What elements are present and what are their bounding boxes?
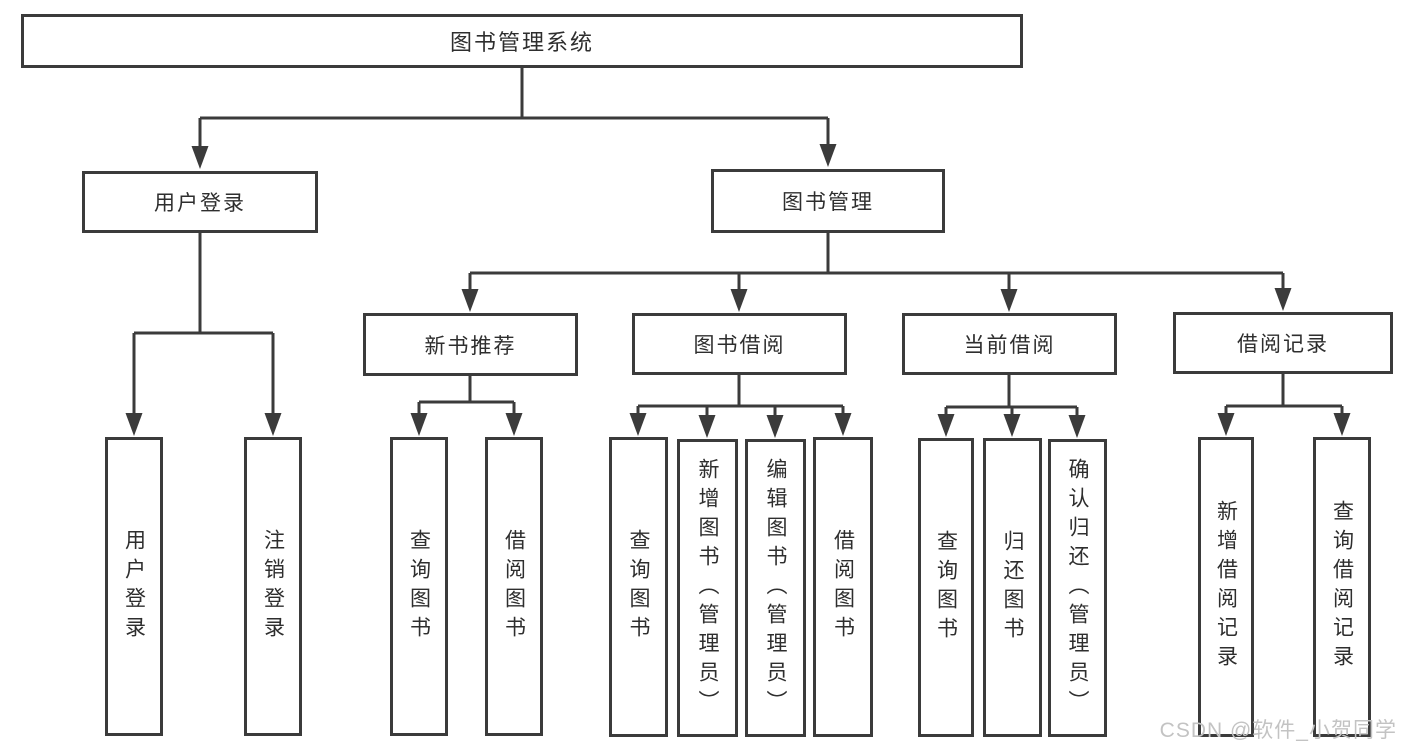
- node-borrow-record: 借阅记录: [1173, 312, 1393, 374]
- watermark: CSDN @软件_小贺同学: [1159, 719, 1397, 742]
- node-label: 图书管理系统: [449, 30, 594, 55]
- node-book-borrow: 图书借阅: [632, 313, 847, 375]
- node-label: 确认归还（管理员）: [1066, 457, 1089, 719]
- node-label: 借阅记录: [1237, 333, 1329, 356]
- node-label: 新书推荐: [424, 334, 517, 358]
- node-label: 新增图书（管理员）: [696, 457, 719, 719]
- node-label: 用户登录: [154, 192, 246, 215]
- node-label: 归还图书: [1001, 529, 1024, 646]
- node-leaf-current-confirm: 确认归还（管理员）: [1048, 439, 1107, 737]
- node-label: 新增借阅记录: [1214, 500, 1238, 674]
- node-leaf-record-query: 查询借阅记录: [1313, 437, 1371, 737]
- node-book-management: 图书管理: [711, 169, 945, 233]
- node-user-login: 用户登录: [82, 171, 318, 233]
- node-label: 注销登录: [261, 528, 285, 645]
- node-root: 图书管理系统: [21, 14, 1023, 68]
- node-label: 查询图书: [627, 529, 650, 645]
- node-label: 查询图书: [934, 529, 958, 646]
- node-label: 查询借阅记录: [1330, 500, 1354, 674]
- node-label: 编辑图书（管理员）: [764, 457, 787, 719]
- node-new-book-recommend: 新书推荐: [363, 313, 578, 376]
- node-label: 查询图书: [407, 528, 431, 645]
- node-label: 用户登录: [122, 528, 146, 645]
- node-leaf-borrow-query: 查询图书: [609, 437, 668, 737]
- node-current-borrow: 当前借阅: [902, 313, 1117, 375]
- node-label: 借阅图书: [502, 528, 526, 645]
- node-leaf-newbook-query: 查询图书: [390, 437, 448, 736]
- node-label: 图书管理: [782, 191, 874, 214]
- node-leaf-borrow-edit: 编辑图书（管理员）: [745, 439, 806, 737]
- node-leaf-logout: 注销登录: [244, 437, 302, 736]
- node-leaf-newbook-borrow: 借阅图书: [485, 437, 543, 736]
- node-label: 借阅图书: [831, 529, 855, 645]
- node-label: 图书借阅: [693, 334, 786, 357]
- node-leaf-record-add: 新增借阅记录: [1198, 437, 1254, 737]
- node-leaf-user-login: 用户登录: [105, 437, 163, 736]
- node-leaf-borrow-add: 新增图书（管理员）: [677, 439, 738, 737]
- node-leaf-borrow-borrow: 借阅图书: [813, 437, 873, 737]
- node-leaf-current-query: 查询图书: [918, 438, 974, 737]
- node-leaf-current-return: 归还图书: [983, 438, 1042, 737]
- node-label: 当前借阅: [963, 334, 1056, 357]
